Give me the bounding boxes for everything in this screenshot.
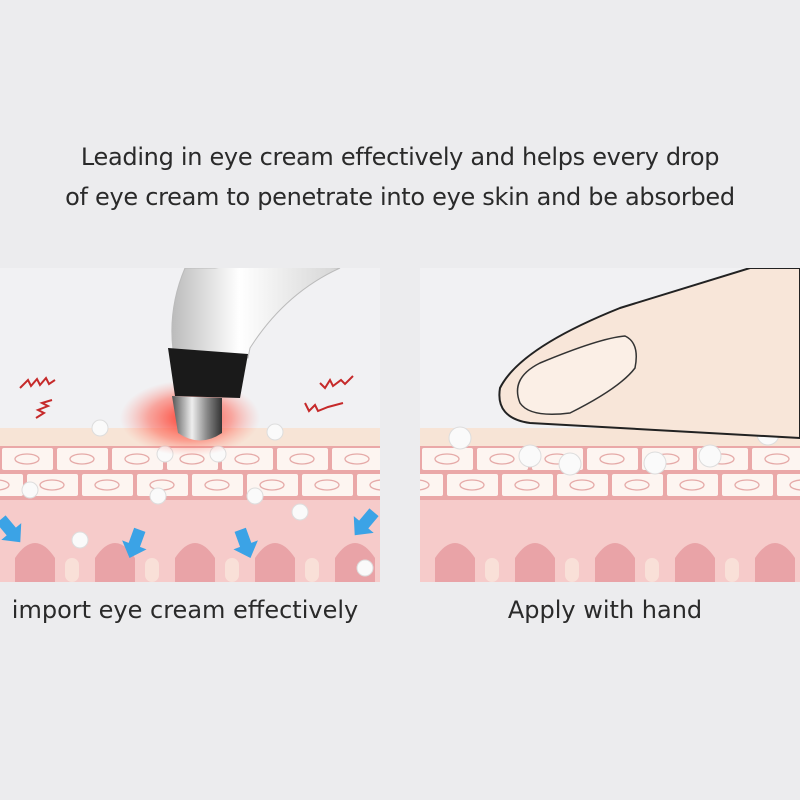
skin-cell [752, 448, 800, 470]
cream-droplet [356, 559, 374, 577]
cream-droplet [266, 423, 284, 441]
skin-layers [420, 422, 800, 582]
papilla-gap [725, 558, 739, 582]
cell-nucleus [489, 453, 515, 465]
skin-cell [137, 474, 188, 496]
skin-cell [587, 448, 638, 470]
absorption-arrow [233, 527, 258, 559]
cell-nucleus [234, 453, 260, 465]
skin-cell [477, 448, 528, 470]
cream-droplet [21, 481, 39, 499]
finger [498, 268, 800, 440]
cream-droplet [291, 503, 309, 521]
skin-cell [0, 474, 23, 496]
cell-nucleus [789, 479, 800, 491]
cream-droplet [71, 531, 89, 549]
headline-line-1: Leading in eye cream effectively and hel… [80, 143, 720, 171]
skin-cell [57, 448, 108, 470]
hand-skin-illustration [420, 268, 800, 582]
skin-cell [277, 448, 328, 470]
cell-nucleus [314, 479, 340, 491]
skin-cell [502, 474, 553, 496]
skin-cell [777, 474, 800, 496]
cell-nucleus [344, 453, 370, 465]
cell-nucleus [14, 453, 40, 465]
skin-cell [27, 474, 78, 496]
caption-hand: Apply with hand [507, 596, 703, 624]
dermal-papilla [95, 543, 135, 582]
cream-droplet [448, 426, 472, 450]
skin-cell [332, 448, 380, 470]
device-illustration-panel [0, 268, 380, 582]
cell-nucleus [624, 479, 650, 491]
cell-nucleus [420, 479, 430, 491]
skin-cell [2, 448, 53, 470]
dermal-papilla [755, 543, 795, 582]
cell-nucleus [289, 453, 315, 465]
vibration-marks [19, 375, 354, 419]
skin-cell [222, 448, 273, 470]
cream-droplet [558, 452, 582, 476]
cream-droplet [698, 444, 722, 468]
cream-droplet [643, 451, 667, 475]
dermal-papilla [255, 543, 295, 582]
skin-cell [357, 474, 380, 496]
skin-cell [82, 474, 133, 496]
papilla-gap [225, 558, 239, 582]
skin-cell [192, 474, 243, 496]
cell-nucleus [679, 479, 705, 491]
absorption-arrow [0, 515, 22, 543]
device-skin-illustration [0, 268, 380, 582]
papilla-gap [565, 558, 579, 582]
cell-nucleus [764, 453, 790, 465]
dermal-papilla [15, 543, 55, 582]
skin-cell [722, 474, 773, 496]
papilla-gap [65, 558, 79, 582]
cell-nucleus [94, 479, 120, 491]
skin-cell [422, 448, 473, 470]
cream-droplet [246, 487, 264, 505]
skin-cell [302, 474, 353, 496]
absorption-arrow [122, 527, 147, 559]
cell-nucleus [369, 479, 380, 491]
skin-cell [112, 448, 163, 470]
cell-nucleus [734, 479, 760, 491]
cell-nucleus [69, 453, 95, 465]
cell-nucleus [204, 479, 230, 491]
dermal-papilla [175, 543, 215, 582]
cream-droplet [91, 419, 109, 437]
cell-nucleus [569, 479, 595, 491]
cell-nucleus [599, 453, 625, 465]
papilla-gap [305, 558, 319, 582]
cell-nucleus [124, 453, 150, 465]
cell-nucleus [259, 479, 285, 491]
skin-layers [0, 419, 380, 582]
caption-device: import eye cream effectively [11, 596, 359, 624]
skin-cell [557, 474, 608, 496]
cell-nucleus [459, 479, 485, 491]
headline: Leading in eye cream effectively and hel… [0, 137, 800, 217]
dermal-papilla [595, 543, 635, 582]
headline-line-2: of eye cream to penetrate into eye skin … [65, 183, 735, 211]
skin-cell [612, 474, 663, 496]
cream-droplet [149, 487, 167, 505]
cell-nucleus [39, 479, 65, 491]
cell-nucleus [434, 453, 460, 465]
eye-massager-device [168, 268, 341, 441]
papilla-gap [645, 558, 659, 582]
absorption-arrow [353, 508, 379, 536]
skin-cell [420, 474, 443, 496]
cell-nucleus [0, 479, 10, 491]
skin-cell [667, 474, 718, 496]
cell-nucleus [514, 479, 540, 491]
cream-droplet [518, 444, 542, 468]
papilla-gap [485, 558, 499, 582]
dermal-papilla [675, 543, 715, 582]
hand-illustration-panel [420, 268, 800, 582]
dermal-papilla [515, 543, 555, 582]
skin-cell [447, 474, 498, 496]
papilla-gap [145, 558, 159, 582]
dermal-papilla [435, 543, 475, 582]
